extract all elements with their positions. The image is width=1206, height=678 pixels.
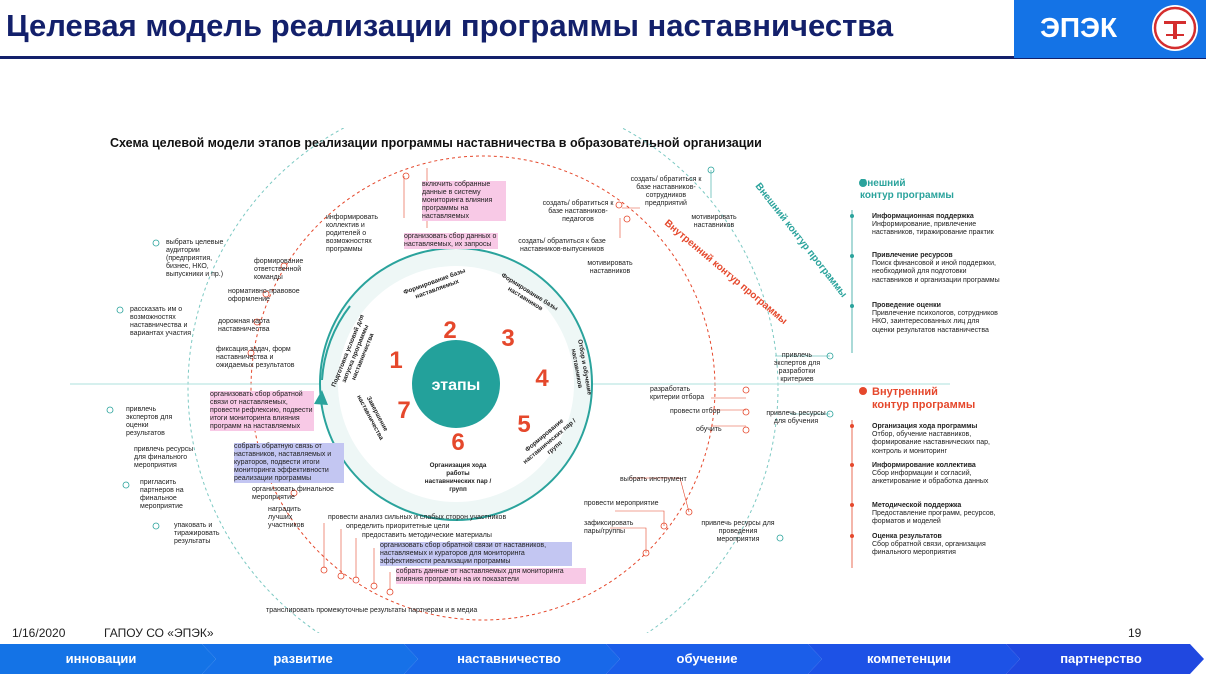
note-fix-tasks: фиксация задач, форм наставничества и ож… — [216, 346, 295, 369]
diagram-heading: Схема целевой модели этапов реализации п… — [110, 136, 762, 150]
note-base-graduates: создать/ обратиться к базе наставников-в… — [518, 238, 606, 253]
title-underline — [0, 56, 1206, 59]
note-team: формирование ответственной команды — [254, 258, 304, 281]
note-target-audience: выбрать целевые аудитории (предприятия, … — [166, 239, 224, 278]
note-package: упаковать и тиражировать результаты — [174, 522, 220, 545]
center-label: этапы — [432, 377, 481, 394]
legend-inner-title-1: Внутренний — [872, 386, 938, 398]
note-impact-data: собрать данные от наставляемых для монит… — [396, 568, 586, 584]
note-resources-training: привлечь ресурсы для обучения — [766, 410, 826, 425]
note-tool: выбрать инструмент — [620, 476, 687, 483]
note-motivate-2: мотивировать наставников — [587, 260, 633, 275]
note-feedback-mentees: организовать сбор обратной связи от наст… — [210, 391, 314, 431]
note-criteria: разработать критерии отбора — [650, 386, 705, 401]
bottom-nav: инновации развитие наставничество обучен… — [0, 644, 1206, 674]
note-broadcast: транслировать промежуточные результаты п… — [266, 607, 478, 614]
note-final-event: организовать финальное мероприятие — [252, 486, 334, 501]
legend-outer-title-2: контур программы — [860, 190, 954, 201]
note-resources-final: привлечь ресурсы для финального мероприя… — [134, 446, 194, 469]
stage-number-7: 7 — [397, 397, 410, 424]
stage-number-3: 3 — [501, 325, 514, 352]
note-base-enterprise: создать/ обратиться к базе наставников-с… — [630, 176, 702, 207]
note-experts-criteria: привлечь экспертов для разработки критер… — [773, 352, 821, 383]
nav-item-development[interactable]: развитие — [273, 651, 333, 666]
note-roadmap: дорожная карта наставничества — [218, 318, 270, 333]
note-collect-data: организовать сбор данных о наставляемых,… — [404, 233, 498, 249]
diagram-rings: 1 2 3 4 5 6 7 этапы Внутренний контур пр… — [70, 128, 950, 633]
note-train: обучить — [696, 426, 722, 433]
brand-name: ЭПЭК — [1040, 12, 1118, 43]
note-swot: провести анализ сильных и слабых сторон … — [328, 514, 507, 521]
note-invite-partners: пригласить партнеров на финальное меропр… — [140, 479, 184, 510]
stage-number-1: 1 — [389, 347, 402, 374]
nav-item-innovations[interactable]: инновации — [65, 651, 137, 666]
nav-item-competencies[interactable]: компетенции — [866, 651, 952, 666]
note-award: наградить лучших участников — [268, 506, 305, 529]
note-feedback-all: собрать обратную связь от наставников, н… — [234, 443, 344, 483]
mentoring-model-diagram: Схема целевой модели этапов реализации п… — [70, 128, 1030, 633]
note-feedback-monitoring: организовать сбор обратной связи от наст… — [380, 542, 572, 566]
stage-number-4: 4 — [535, 365, 549, 392]
note-inform-staff: информировать коллектив и родителей о во… — [326, 214, 379, 253]
stage-number-2: 2 — [443, 317, 456, 344]
page-title: Целевая модель реализации программы наст… — [6, 8, 894, 43]
nav-item-mentoring[interactable]: наставничество — [457, 651, 561, 666]
brand-logo-icon — [1152, 5, 1198, 51]
note-selection: провести отбор — [670, 408, 721, 415]
stage-number-6: 6 — [451, 429, 464, 456]
note-legal: нормативно-правовое оформление — [228, 288, 300, 303]
note-goals: определить приоритетные цели — [346, 523, 450, 530]
note-monitoring-system: включить собранные данные в систему мони… — [422, 181, 506, 221]
outer-ring-label: Внешний контур программы — [753, 181, 849, 300]
stage-number-5: 5 — [517, 411, 530, 438]
note-base-teachers: создать/ обратиться к базе наставников-п… — [542, 200, 614, 223]
nav-item-partnership[interactable]: партнерство — [1060, 651, 1142, 666]
footer-org: ГАПОУ СО «ЭПЭК» — [104, 626, 214, 640]
nav-arrows — [0, 644, 1204, 674]
stage-label-6: Организация хода работы наставнических п… — [424, 462, 492, 493]
note-experts-evaluation: привлечь экспертов для оценки результато… — [126, 406, 173, 437]
note-pairs: зафиксировать пары/группы — [584, 520, 634, 535]
note-materials: предоставить методические материалы — [362, 532, 492, 539]
nav-item-training[interactable]: обучение — [676, 651, 738, 666]
legend-outer-title-1: Внешний — [860, 178, 906, 189]
note-event: провести мероприятие — [584, 500, 659, 507]
page-number: 19 — [1128, 626, 1142, 640]
footer-date: 1/16/2020 — [12, 626, 66, 640]
note-tell-them: рассказать им о возможностях наставничес… — [130, 306, 192, 337]
title-bar: Целевая модель реализации программы наст… — [0, 0, 1012, 58]
note-resources-event: привлечь ресурсы для проведения мероприя… — [701, 520, 775, 543]
brand-block: ЭПЭК — [1014, 0, 1206, 58]
note-motivate-1: мотивировать наставников — [691, 214, 737, 229]
inner-ring-label: Внутренний контур программы — [662, 218, 789, 327]
legend-inner-title-2: контур программы — [872, 399, 976, 411]
